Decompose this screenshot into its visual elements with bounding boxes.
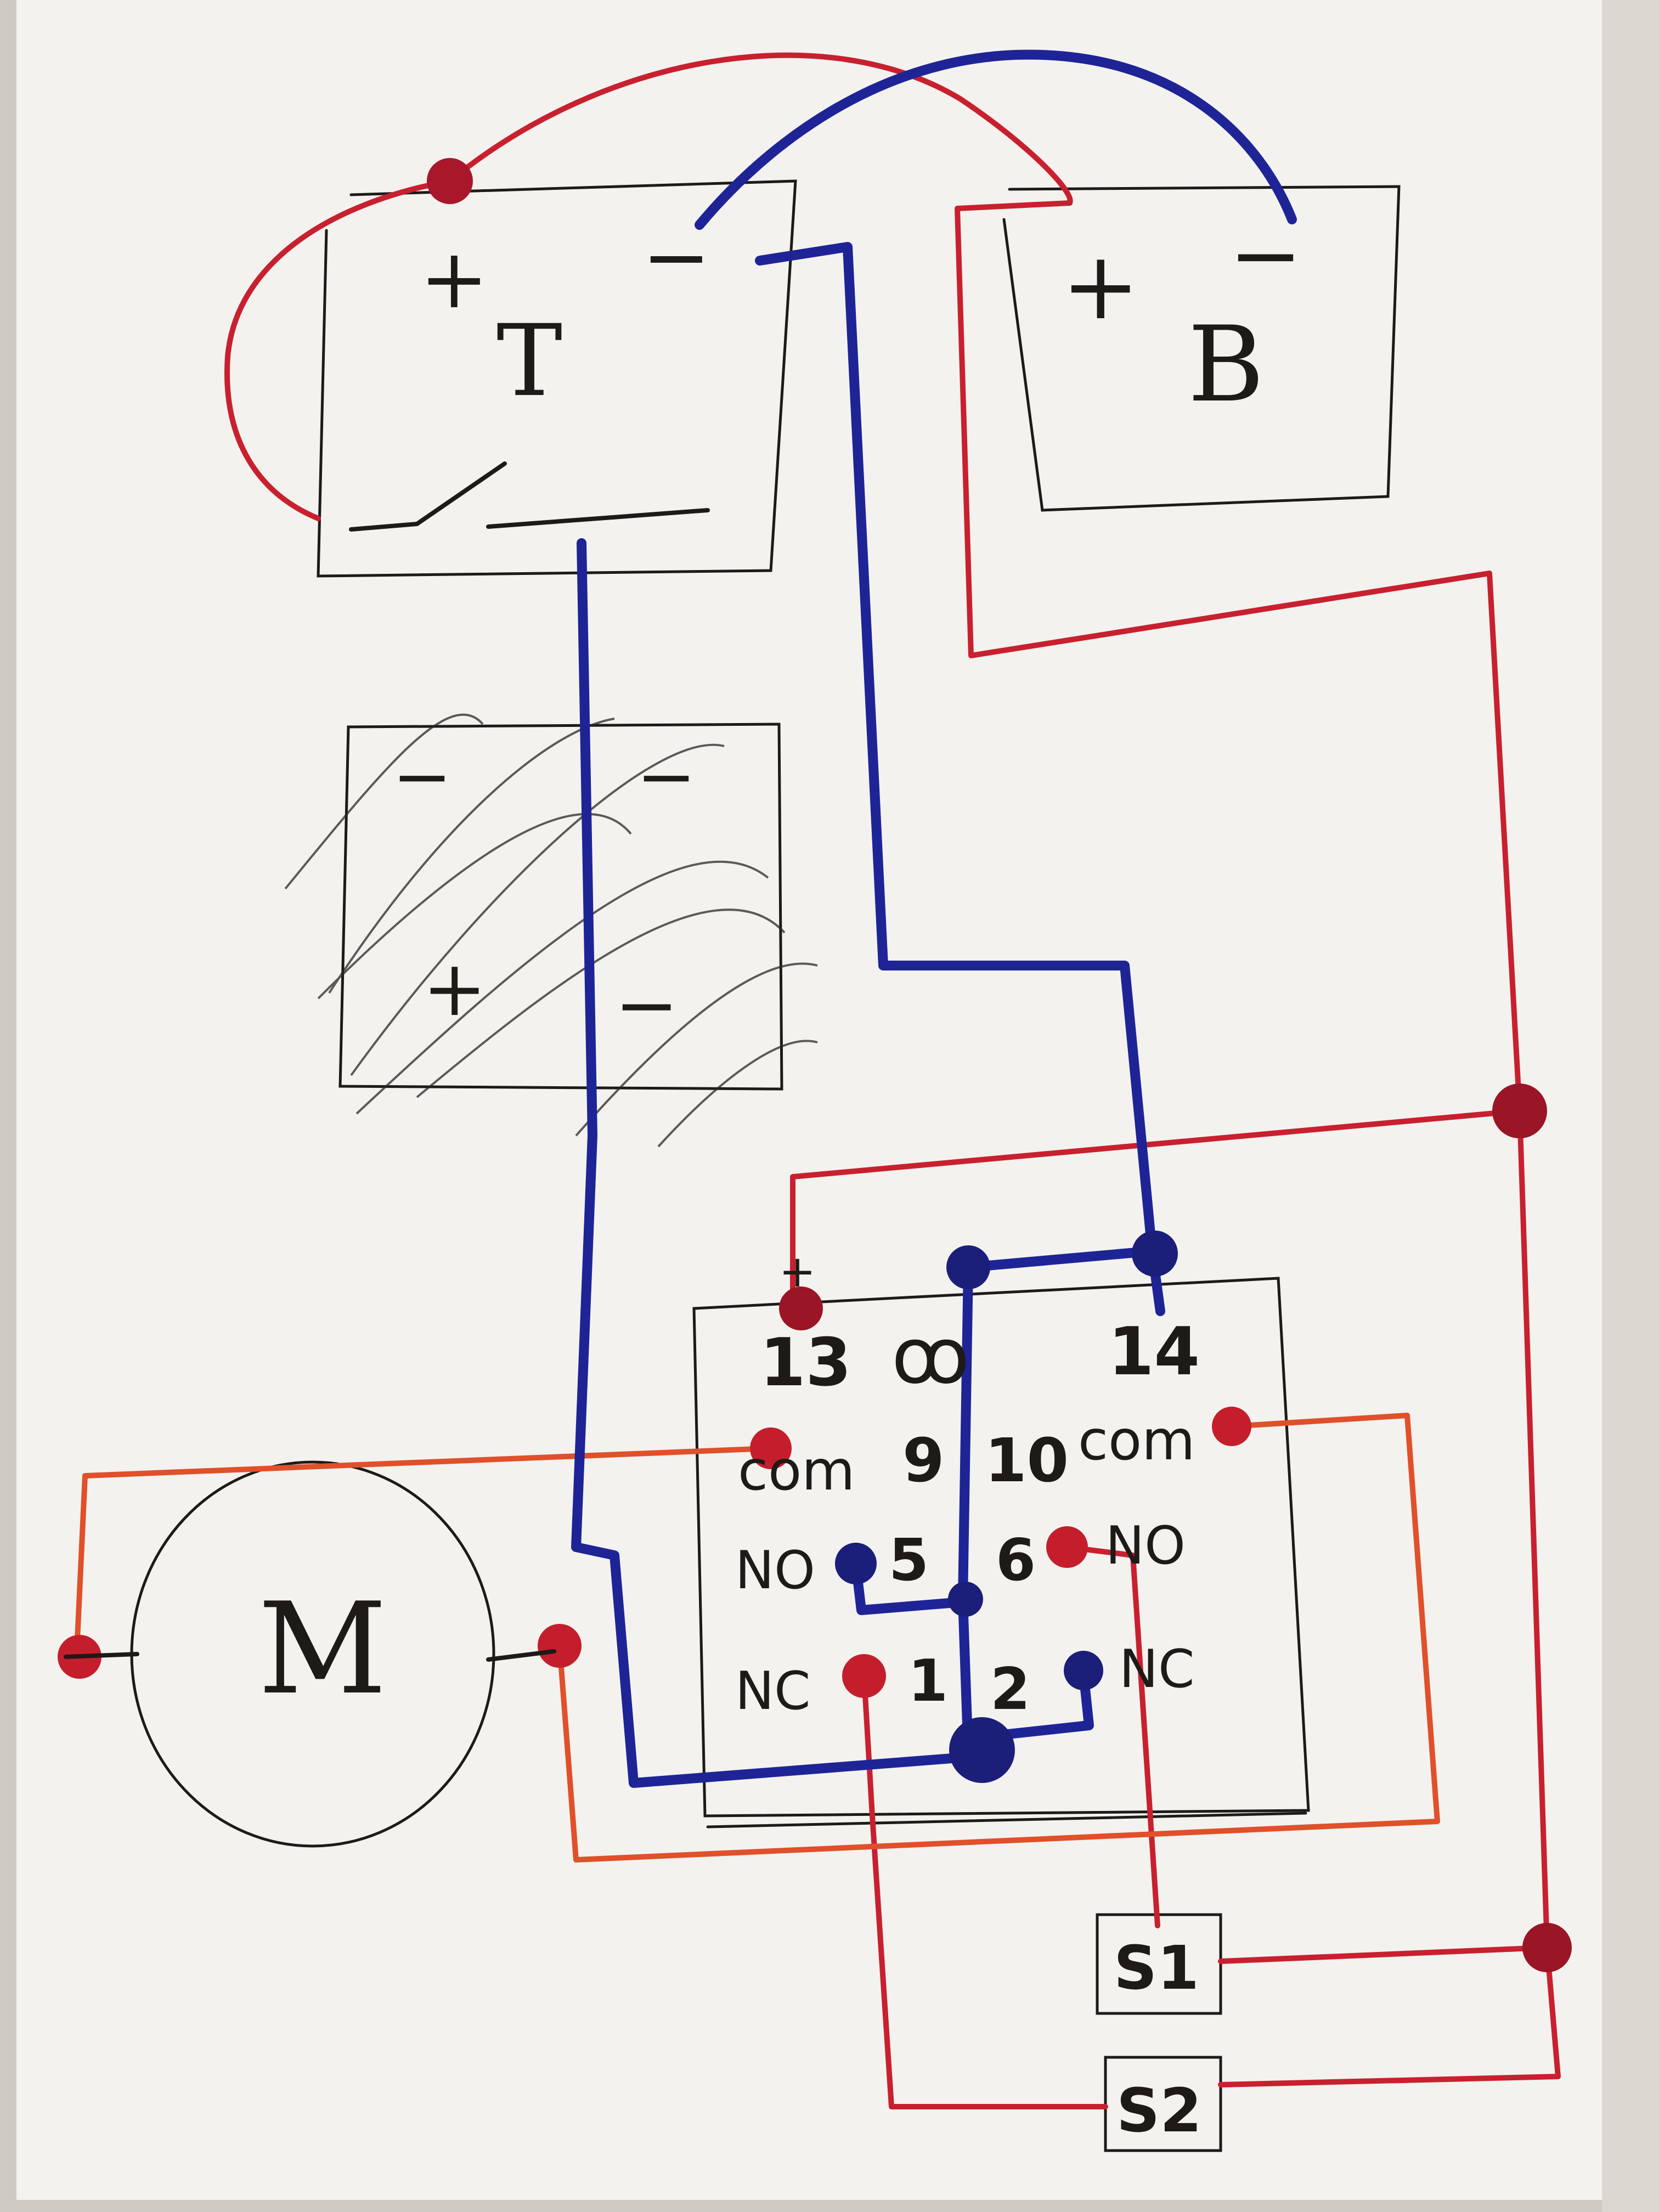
node-b-junction [1492, 1084, 1547, 1138]
red-nodes [58, 158, 1572, 1972]
node-pin1 [842, 1654, 886, 1698]
node-s-junction [1522, 1923, 1572, 1972]
t-box-plus: + [420, 232, 489, 327]
t-box-outline [317, 179, 797, 578]
b-box-plus: + [1062, 232, 1139, 341]
switch-2-label: S2 [1116, 2075, 1202, 2146]
relay-pin-5: 5 [889, 1527, 929, 1594]
wire-b-plus-main [955, 200, 1561, 2087]
node-coil-plus [779, 1286, 823, 1330]
motor-label: M [258, 1576, 387, 1723]
node-pin5 [835, 1543, 877, 1584]
relay-pin-6: 6 [996, 1527, 1036, 1594]
orange-wires [74, 1413, 1440, 1863]
crossed-box-minus-left: − [392, 735, 452, 818]
b-box-label: B [1188, 304, 1265, 425]
wire-t-plus-loop [224, 178, 453, 521]
relay-pin-1: 1 [908, 1647, 948, 1714]
relay-pin-14: 14 [1108, 1314, 1200, 1390]
node-pin6 [1046, 1526, 1088, 1568]
node-bridge-left [946, 1245, 990, 1289]
wire-pin1-to-s2 [861, 1673, 1108, 2109]
wire-t-switch-to-relay-common [571, 538, 992, 1788]
crossed-box-minus-bottom: − [614, 961, 679, 1050]
switch-1-label: S1 [1114, 1933, 1199, 2003]
relay-no-right: NO [1105, 1516, 1186, 1576]
b-box-minus: − [1229, 204, 1302, 306]
relay-nc-right: NC [1119, 1639, 1194, 1700]
red-wires [224, 52, 1561, 2109]
wire-t-minus-to-b-minus [695, 49, 1297, 230]
node-pin9-center [948, 1582, 983, 1617]
wire-com9-to-motor-minus [74, 1446, 774, 1654]
node-pin2 [1064, 1651, 1103, 1690]
wire-pin6-to-s1 [1064, 1544, 1160, 1928]
node-relay-center [949, 1717, 1015, 1783]
wire-s1-return [1218, 1945, 1550, 1964]
node-relay-14 [1132, 1231, 1178, 1277]
b-box-outline [1002, 185, 1401, 512]
relay-pin-13: 13 [760, 1325, 851, 1401]
paper-sheet [16, 0, 1613, 2200]
relay-com-right: com [1078, 1408, 1195, 1472]
t-box-label: T [496, 304, 562, 419]
node-com-left [750, 1427, 792, 1469]
wire-pin2-to-center [983, 1668, 1094, 1741]
node-motor-plus [538, 1624, 582, 1668]
motor-minus-terminal [64, 1652, 139, 1659]
relay-coil-symbol: ꝏ [891, 1312, 970, 1401]
wire-motor-plus-to-com10 [557, 1413, 1440, 1863]
wire-coil-plus [790, 1108, 1522, 1311]
paper-edge-shadow [1602, 0, 1659, 2212]
relay-box-outline [692, 1277, 1310, 1818]
wire-14-bridge [963, 1246, 1160, 1272]
motor-terminals [64, 1649, 556, 1662]
crossed-box-minus-right: − [636, 735, 696, 818]
node-t-plus [427, 158, 473, 204]
crossed-box-outline [338, 723, 783, 1091]
t-switch-contact [486, 508, 710, 529]
relay-pin-10: 10 [985, 1425, 1069, 1496]
blue-nodes [835, 1231, 1178, 1783]
relay-no-left: NO [735, 1541, 815, 1601]
t-switch-lever [349, 461, 507, 532]
relay-nc-left: NC [735, 1661, 810, 1722]
wire-t-plus-to-b-plus [447, 52, 1073, 206]
relay-pin-2: 2 [990, 1656, 1030, 1723]
crossed-box-plus: + [422, 944, 487, 1034]
node-com-right [1212, 1407, 1251, 1446]
relay-coil-plus: + [779, 1246, 816, 1297]
t-box-switch-marks [349, 461, 710, 532]
relay-com-left: com [738, 1438, 855, 1503]
t-box-minus: − [642, 210, 711, 305]
motor-plus-terminal [486, 1649, 556, 1662]
relay-pin-9: 9 [902, 1425, 945, 1496]
relay-box-shadow [706, 1812, 1307, 1829]
